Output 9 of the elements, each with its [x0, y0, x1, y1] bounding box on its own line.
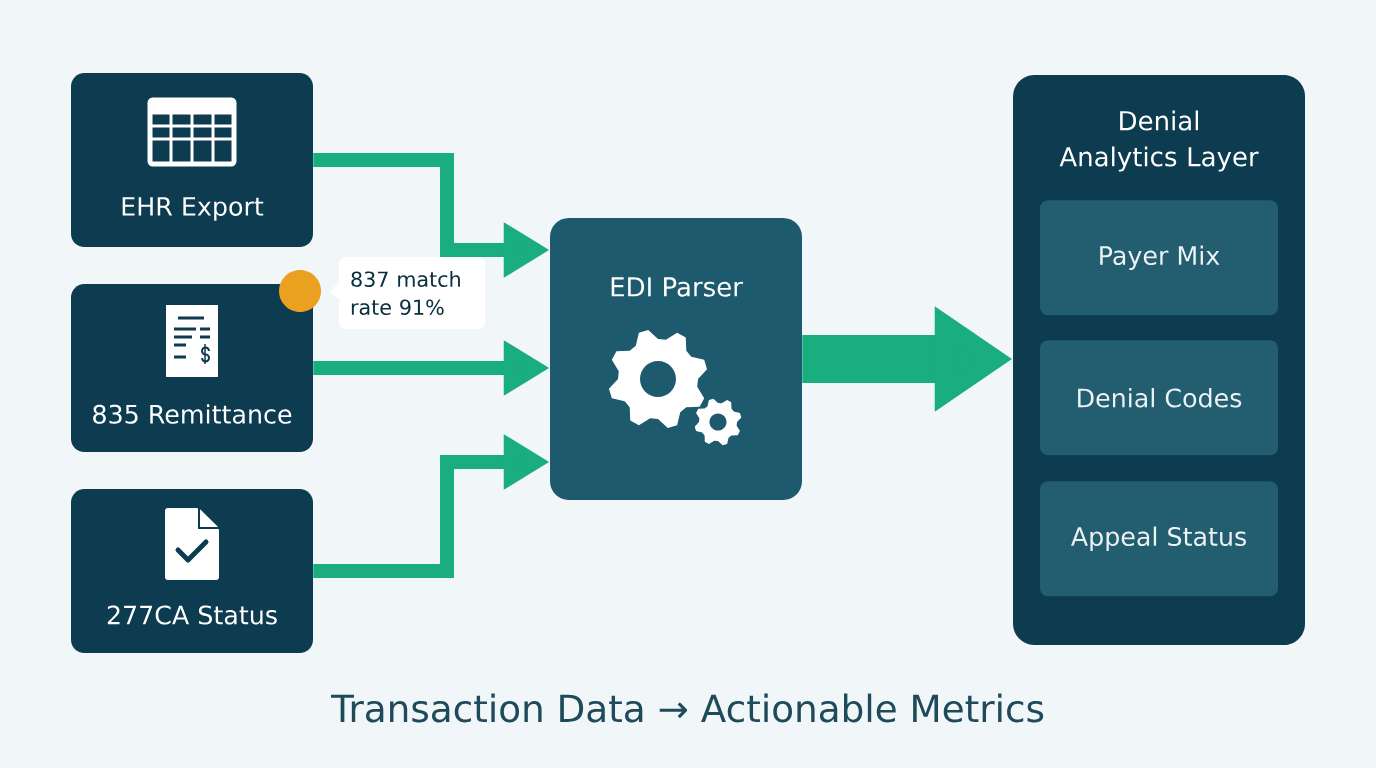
metric-box: Payer Mix — [1040, 200, 1278, 316]
metric-box: Appeal Status — [1040, 481, 1278, 597]
source-box: EHR Export — [71, 73, 313, 247]
metric-box: Denial Codes — [1040, 340, 1278, 456]
source-box: 277CA Status — [71, 489, 313, 653]
caption: Transaction Data → Actionable Metrics — [331, 693, 1044, 723]
process-box: EDI Parser — [550, 218, 802, 500]
callout-bubble: 837 match rate 91% — [329, 257, 485, 329]
source-box: 835 Remittance — [71, 284, 313, 452]
